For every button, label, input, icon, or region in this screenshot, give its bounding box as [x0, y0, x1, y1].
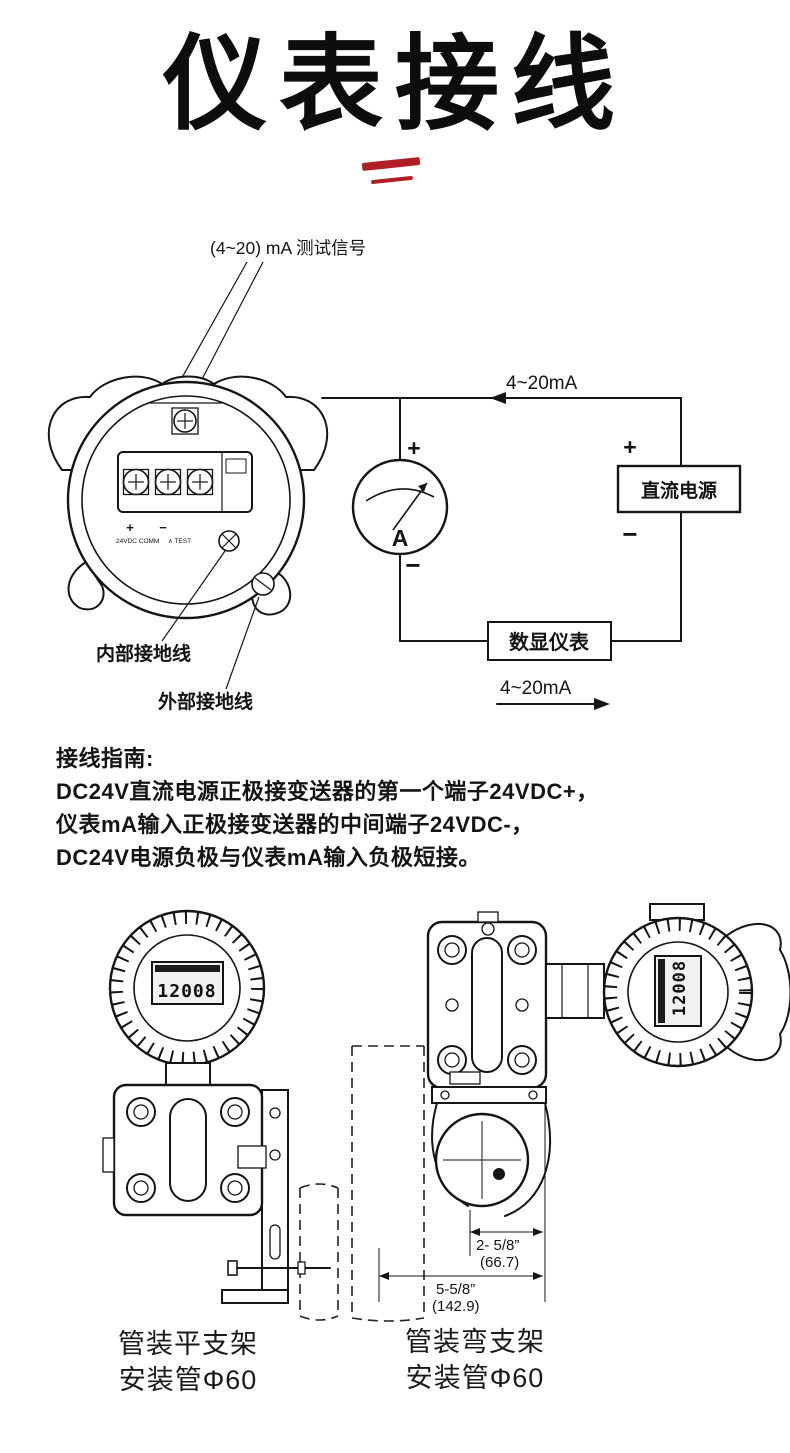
terminal-tiny-text-1: 24VDC COMM: [116, 538, 159, 545]
transmitter-front-view: 12008: [102, 909, 267, 1217]
dc-power-minus: −: [622, 519, 637, 549]
ammeter-plus: +: [407, 435, 420, 461]
digital-meter-box: [487, 621, 612, 661]
current-arrow-left: [490, 392, 506, 404]
page-title: 仪表接线: [162, 27, 627, 143]
needle-arrow: [418, 483, 427, 492]
right-caption-line1: 管装弯支架: [405, 1327, 545, 1357]
wiring-guide-heading: 接线指南:: [56, 746, 154, 771]
wiring-guide-line-1: DC24V直流电源正极接变送器的第一个端子24VDC+，: [56, 779, 599, 804]
bezel-ribbing-right: [605, 919, 751, 1065]
test-signal-label: (4~20) mA 测试信号: [210, 238, 366, 258]
clamp-bolt-dot: [493, 1168, 505, 1180]
ammeter-minus: −: [405, 550, 420, 580]
external-ground-leader: [225, 596, 260, 690]
ammeter: A: [351, 458, 449, 556]
mounting-pipe-dashed-right: [351, 1045, 425, 1322]
wiring-guide-line-3: DC24V电源负极与仪表mA输入负极短接。: [56, 845, 481, 870]
lcd-digits-right: 12008: [670, 960, 690, 1016]
ammeter-symbol: A: [392, 525, 409, 551]
loop-wires: [321, 392, 682, 642]
top-screw: [148, 402, 222, 435]
left-caption-line2: 安装管Φ60: [118, 1365, 258, 1395]
dim1-mm: (66.7): [480, 1254, 519, 1271]
flat-bracket-mount-diagram: 12008: [102, 909, 339, 1321]
neck-right: [545, 963, 605, 1019]
dc-power-plus: +: [623, 434, 636, 460]
bezel-ribbing: [111, 912, 263, 1064]
flat-bracket: [221, 1089, 331, 1304]
loop-label-bottom: 4~20mA: [500, 678, 572, 699]
transmitter-terminal-view: + − 24VDC COMM ∧ TEST: [47, 375, 329, 620]
right-caption-line2: 安装管Φ60: [405, 1363, 545, 1393]
flange-body-side-view: [426, 911, 548, 1090]
external-ground-label: 外部接地线: [158, 690, 253, 713]
terminal-block: [117, 451, 253, 513]
transmitter-head-side-view: 12008: [602, 903, 790, 1068]
dimension-annotations: 2- 5/8” (66.7) 5-5/8” (142.9): [378, 1106, 546, 1315]
neck-left: [165, 1062, 211, 1086]
terminal-plus-mark: +: [126, 520, 134, 535]
external-ground-screw: [251, 572, 275, 596]
dim2-inch: 5-5/8”: [436, 1281, 475, 1298]
terminal-minus-mark: −: [159, 520, 167, 535]
loop-label-top: 4~20mA: [506, 373, 578, 394]
bent-bracket-mount-diagram: 12008 2- 5/8” (66.7): [351, 903, 790, 1322]
digital-meter-label: 数显仪表: [509, 630, 590, 654]
internal-ground-leader: [161, 550, 226, 642]
left-mount-caption: 管装平支架 安装管Φ60: [93, 1326, 283, 1398]
internal-ground-screw: [218, 530, 240, 552]
bottom-arrow: [496, 698, 610, 710]
right-mount-caption: 管装弯支架 安装管Φ60: [380, 1324, 570, 1396]
mounting-pipe-dashed-left: [299, 1183, 339, 1321]
left-caption-line1: 管装平支架: [118, 1329, 258, 1359]
internal-ground-label: 内部接地线: [96, 642, 191, 665]
wiring-guide: 接线指南: DC24V直流电源正极接变送器的第一个端子24VDC+， 仪表mA输…: [56, 742, 716, 874]
dim2-mm: (142.9): [432, 1298, 480, 1315]
red-bar-thick: [361, 156, 421, 172]
bent-bracket: [431, 1086, 551, 1217]
dc-power-label: 直流电源: [641, 479, 717, 502]
lcd-display-left: 12008: [151, 961, 224, 1005]
dc-power-box: [616, 464, 742, 514]
lcd-display-right: 12008: [654, 955, 702, 1027]
red-divider-decoration: [361, 156, 432, 200]
pipe-clamp-section: [434, 1112, 530, 1208]
wiring-diagram: (4~20) mA 测试信号: [47, 238, 742, 713]
terminal-tiny-text-2: ∧ TEST: [168, 538, 191, 545]
red-bar-thin: [370, 175, 414, 185]
lcd-digits-left: 12008: [157, 981, 216, 1002]
wiring-guide-line-2: 仪表mA输入正极接变送器的中间端子24VDC-，: [56, 812, 534, 837]
dim1-inch: 2- 5/8”: [476, 1237, 519, 1254]
